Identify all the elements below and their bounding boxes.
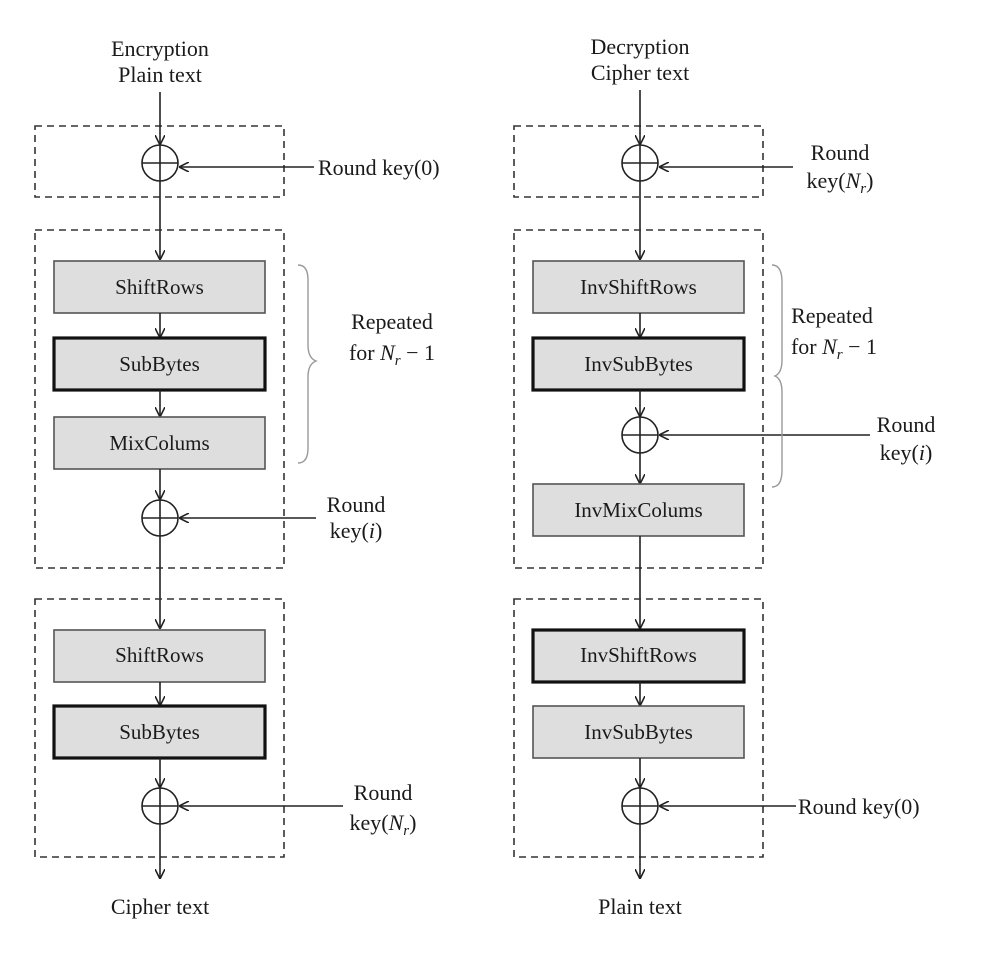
dec-final-key-label: Round key(0) xyxy=(798,794,920,819)
decryption-output: Plain text xyxy=(598,894,682,919)
dec-final-invshiftrows-box xyxy=(531,628,746,684)
enc-round-key-line1: Round xyxy=(327,492,386,517)
encryption-input: Plain text xyxy=(118,62,202,87)
dec-invmixcolumns-label: InvMixColums xyxy=(574,498,702,522)
enc-repeated-line2: for Nr − 1 xyxy=(349,340,435,369)
enc-subbytes-box xyxy=(52,336,267,392)
dec-final-invsubbytes-box xyxy=(532,705,745,759)
dec-invmixcolumns-box xyxy=(532,483,745,537)
enc-final-shiftrows-box xyxy=(53,629,266,683)
dec-initial-block xyxy=(513,125,764,198)
enc-final-subbytes-box xyxy=(52,704,267,760)
dec-repeated-line1: Repeated xyxy=(791,303,873,328)
dec-round-key-line1: Round xyxy=(877,412,936,437)
dec-repeated-line2: for Nr − 1 xyxy=(791,334,877,363)
enc-final-key-line1: Round xyxy=(354,780,413,805)
enc-final-block xyxy=(34,598,285,858)
encryption-title: Encryption xyxy=(111,36,209,61)
dec-final-invshiftrows-label: InvShiftRows xyxy=(580,643,697,667)
encryption-column: Encryption Plain text Round key(0) Shift… xyxy=(34,36,440,919)
enc-shiftrows-label: ShiftRows xyxy=(115,275,204,299)
decryption-input: Cipher text xyxy=(591,60,689,85)
decryption-title: Decryption xyxy=(591,34,690,59)
dec-invsubbytes-box xyxy=(531,336,746,392)
dec-final-invsubbytes-label: InvSubBytes xyxy=(584,720,693,744)
dec-initial-key-line1: Round xyxy=(811,140,870,165)
dec-invsubbytes-label: InvSubBytes xyxy=(584,352,693,376)
enc-initial-key-label: Round key(0) xyxy=(318,155,440,180)
dec-invshiftrows-label: InvShiftRows xyxy=(580,275,697,299)
enc-final-shiftrows-label: ShiftRows xyxy=(115,643,204,667)
dec-rounds-block xyxy=(513,229,764,569)
dec-round-key-line2: key(i) xyxy=(880,440,933,465)
enc-subbytes-label: SubBytes xyxy=(119,352,200,376)
encryption-output: Cipher text xyxy=(111,894,209,919)
dec-initial-key-line2: key(Nr) xyxy=(807,168,874,197)
enc-repeat-brace xyxy=(297,264,318,464)
enc-repeated-line1: Repeated xyxy=(351,309,433,334)
enc-final-subbytes-label: SubBytes xyxy=(119,720,200,744)
enc-final-key-line2: key(Nr) xyxy=(350,810,417,839)
dec-final-block xyxy=(513,598,764,858)
enc-mixcolumns-label: MixColums xyxy=(109,431,209,455)
dec-repeat-brace xyxy=(771,264,783,488)
dec-invshiftrows-box xyxy=(532,260,745,314)
decryption-column: Decryption Cipher text Round key(Nr) Inv… xyxy=(513,34,936,919)
enc-round-key-line2: key(i) xyxy=(330,518,383,543)
